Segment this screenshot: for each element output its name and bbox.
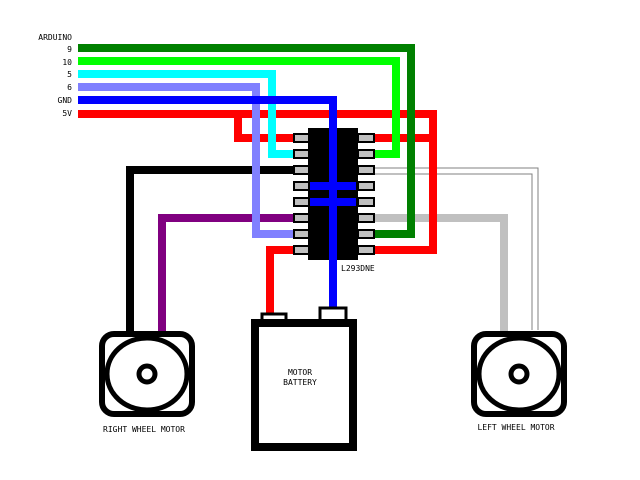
left-wheel-motor <box>471 331 567 417</box>
legend-title: ARDUINO <box>38 33 72 42</box>
right-motor-label: RIGHT WHEEL MOTOR <box>103 425 185 434</box>
wire-purple <box>158 214 296 332</box>
wire-battery-positive <box>266 246 296 314</box>
wire-pin5 <box>78 70 296 158</box>
motor-battery <box>251 306 357 451</box>
legend-label-10: 10 <box>62 58 72 67</box>
wire-5v-pin1 <box>234 114 296 142</box>
chip-pins-right <box>357 133 375 255</box>
wire-left-motor-b <box>375 173 533 330</box>
wire-pin6 <box>78 83 296 238</box>
wire-black <box>126 166 296 332</box>
legend-label-gnd: GND <box>58 96 73 105</box>
wire-pin9 <box>78 44 415 238</box>
wire-gray <box>375 214 508 332</box>
legend-label-5: 5 <box>67 70 72 79</box>
right-wheel-motor <box>99 331 195 417</box>
battery-label-line2: BATTERY <box>283 378 317 387</box>
legend-label-6: 6 <box>67 83 72 92</box>
chip-pins-left <box>293 133 311 255</box>
battery-label-line1: MOTOR <box>288 368 312 377</box>
wire-pin10 <box>78 57 400 158</box>
chip-label: L293DNE <box>341 264 375 273</box>
left-motor-label: LEFT WHEEL MOTOR <box>477 423 554 432</box>
wire-gnd <box>78 96 337 308</box>
legend-label-5v: 5V <box>62 109 72 118</box>
legend-label-9: 9 <box>67 45 72 54</box>
